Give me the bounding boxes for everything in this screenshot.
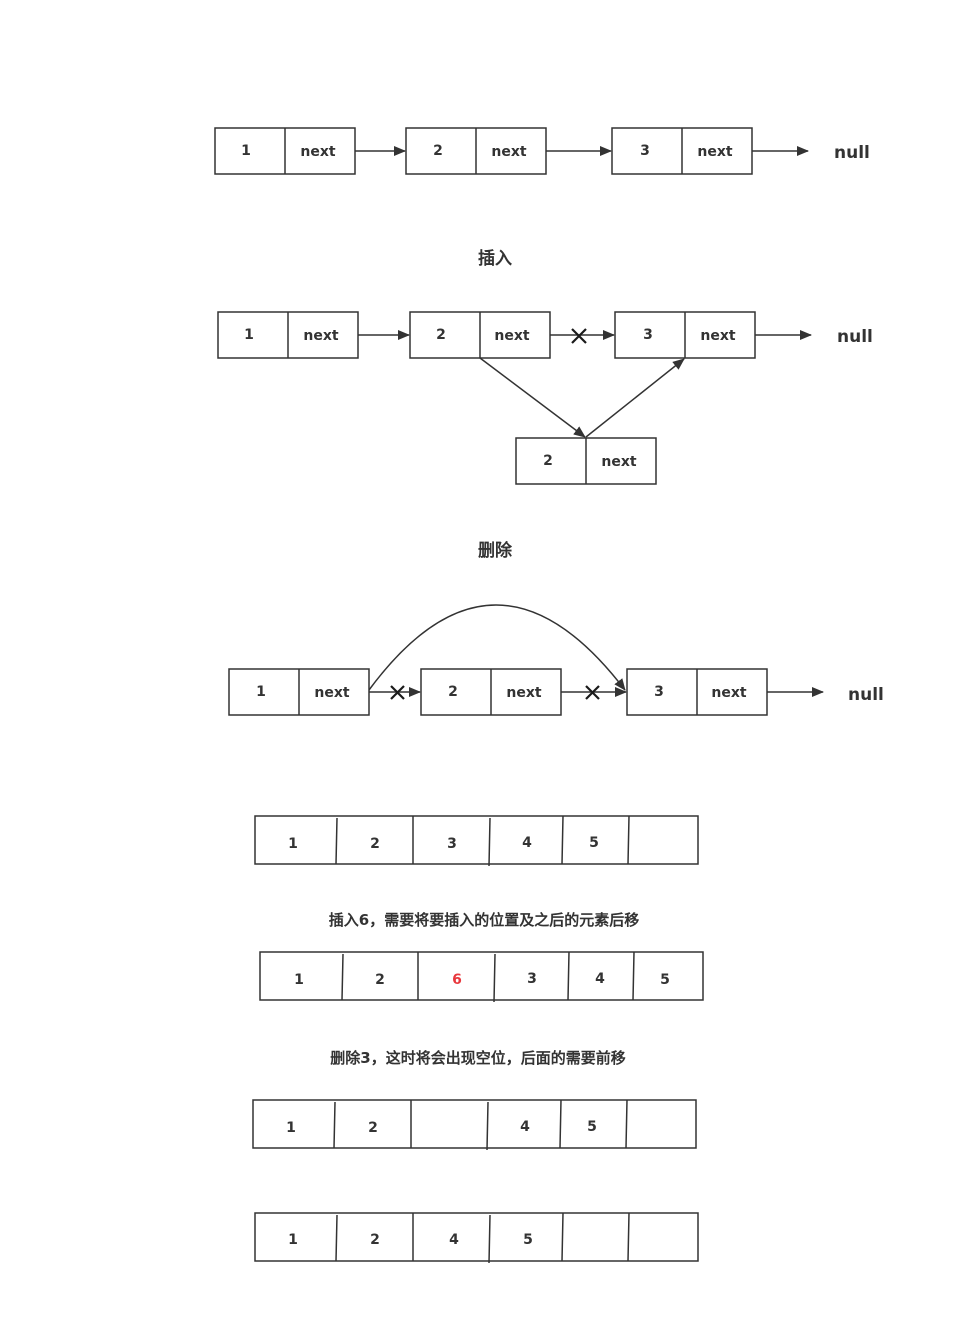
- cross-mark-icon: [390, 685, 405, 700]
- insert-pointer-arrow: [479, 357, 586, 438]
- node-next-label: next: [491, 144, 526, 160]
- array-cell: 2: [375, 972, 385, 988]
- array-cell: 4: [522, 835, 532, 851]
- node-next-label: next: [314, 685, 349, 701]
- node-next-label: next: [700, 328, 735, 344]
- list-node: 1 next: [228, 668, 370, 716]
- list-node: 1 next: [217, 311, 359, 359]
- array-cell: 3: [527, 971, 537, 987]
- list-node: 3 next: [611, 127, 753, 175]
- array-after-delete-gap: 1 2 4 5: [252, 1099, 697, 1151]
- node-value: 1: [256, 684, 266, 700]
- delete-title: 删除: [478, 540, 513, 561]
- list-node: 3 next: [626, 668, 768, 716]
- array-cell: 1: [294, 972, 304, 988]
- list-node: 2 next: [405, 127, 547, 175]
- array-cell: 4: [520, 1119, 530, 1135]
- array-after-insert: 1 2 6 3 4 5: [259, 951, 704, 1003]
- list-node: 1 next: [214, 127, 356, 175]
- delete-array-caption: 删除3，这时将会出现空位，后面的需要前移: [330, 1049, 625, 1067]
- node-next-label: next: [601, 454, 636, 470]
- linked-list-insert: 1 next 2 next 3 next null 2 nex: [217, 311, 873, 485]
- node-next-label: next: [303, 328, 338, 344]
- node-value: 1: [244, 327, 254, 343]
- null-label: null: [848, 685, 884, 705]
- list-node: 3 next: [614, 311, 756, 359]
- bypass-pointer-arrow: [368, 604, 626, 691]
- array-cell: 1: [288, 1232, 298, 1248]
- node-next-label: next: [494, 328, 529, 344]
- cross-mark-icon: [585, 685, 600, 700]
- node-value: 3: [643, 327, 653, 343]
- list-node: 2 next: [420, 668, 562, 716]
- array-original: 1 2 3 4 5: [254, 815, 699, 867]
- null-label: null: [837, 327, 873, 347]
- node-value: 1: [241, 143, 251, 159]
- node-value: 3: [654, 684, 664, 700]
- insert-pointer-arrow: [585, 358, 685, 438]
- cross-mark-icon: [571, 328, 587, 344]
- array-cell: 5: [587, 1119, 597, 1135]
- null-label: null: [834, 143, 870, 163]
- insert-title: 插入: [478, 248, 512, 269]
- new-list-node: 2 next: [515, 437, 657, 485]
- array-cell: 2: [370, 836, 380, 852]
- array-cell: 5: [660, 972, 670, 988]
- node-value: 2: [433, 143, 443, 159]
- array-cell-inserted: 6: [452, 972, 462, 988]
- array-cell: 2: [368, 1120, 378, 1136]
- node-next-label: next: [697, 144, 732, 160]
- array-cell: 4: [449, 1232, 459, 1248]
- insert-array-caption: 插入6，需要将要插入的位置及之后的元素后移: [329, 911, 639, 929]
- array-after-delete-shift: 1 2 4 5: [254, 1212, 699, 1264]
- list-node: 2 next: [409, 311, 551, 359]
- node-value: 2: [543, 453, 553, 469]
- array-cell: 3: [447, 836, 457, 852]
- array-cell: 5: [589, 835, 599, 851]
- array-cell: 5: [523, 1232, 533, 1248]
- array-cell: 1: [288, 836, 298, 852]
- node-next-label: next: [300, 144, 335, 160]
- node-value: 3: [640, 143, 650, 159]
- node-next-label: next: [711, 685, 746, 701]
- linked-list-delete: 1 next 2 next 3 next null: [228, 604, 884, 716]
- array-cell: 4: [595, 971, 605, 987]
- node-next-label: next: [506, 685, 541, 701]
- linked-list-basic: 1 next 2 next 3 next null: [214, 127, 870, 175]
- array-cell: 1: [286, 1120, 296, 1136]
- node-value: 2: [448, 684, 458, 700]
- array-cell: 2: [370, 1232, 380, 1248]
- node-value: 2: [436, 327, 446, 343]
